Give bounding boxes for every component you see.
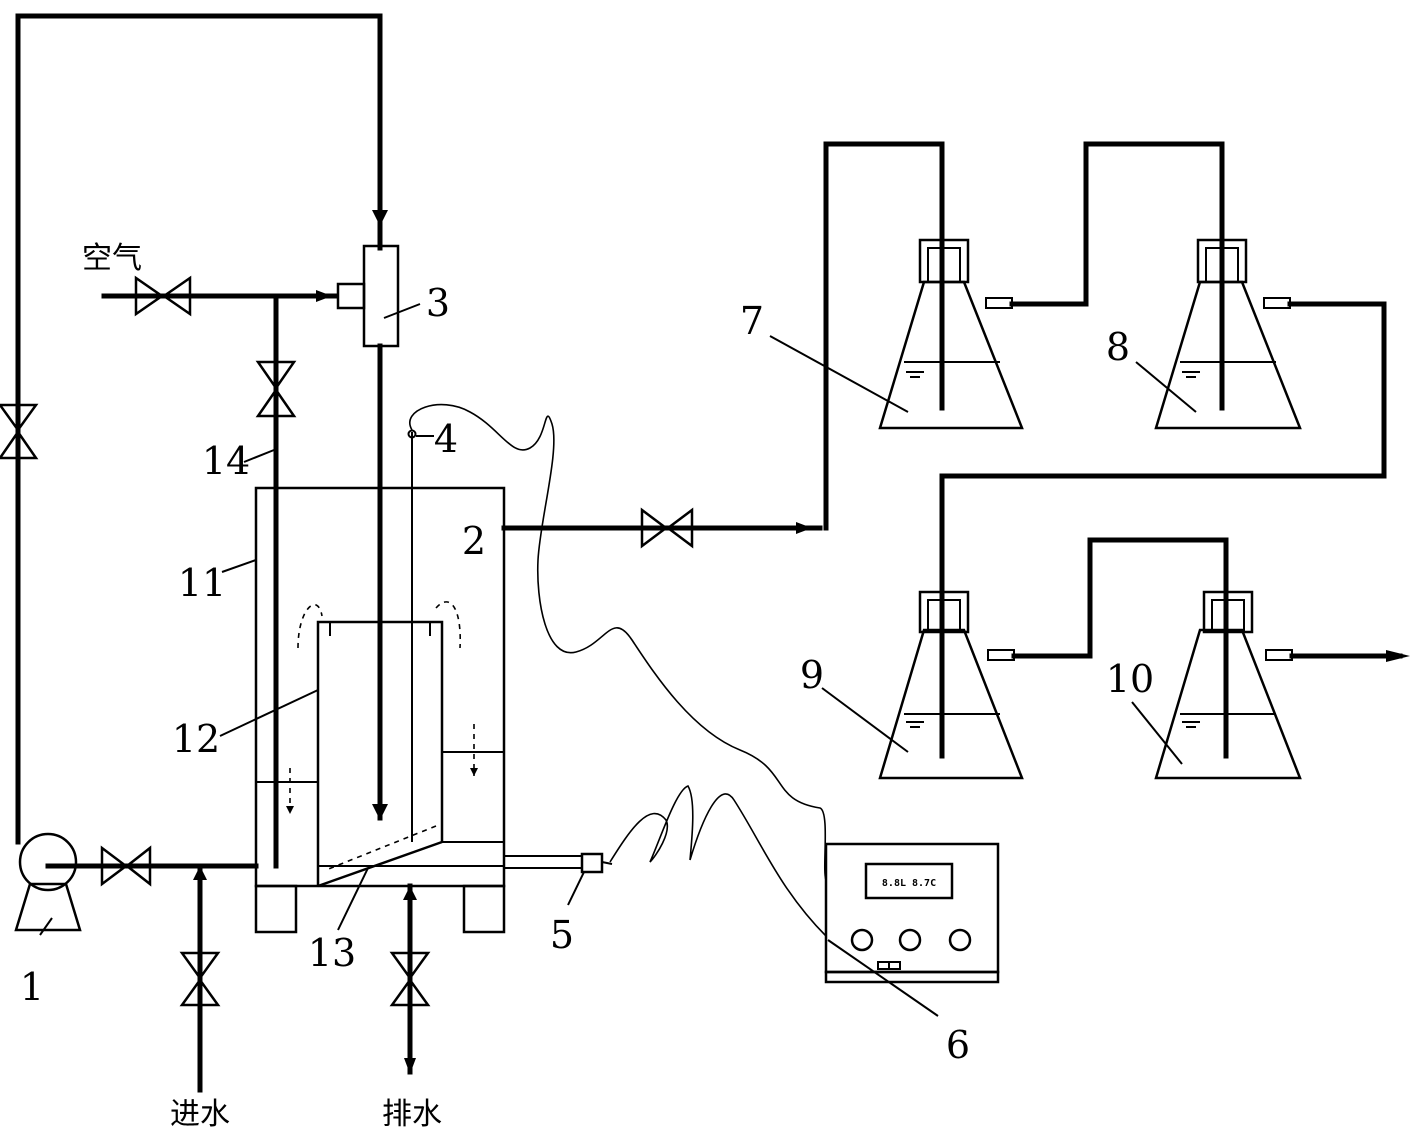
flask-10 <box>1154 537 1302 780</box>
label-inlet: 进水 <box>170 1097 230 1132</box>
labels: 1 2 3 4 5 6 7 8 9 10 11 12 13 14 空气 进水 排… <box>20 241 1154 1132</box>
flow-arrows <box>286 601 478 814</box>
draft-tube-12 <box>316 620 444 886</box>
label-13: 13 <box>308 931 356 975</box>
label-6: 6 <box>946 1023 970 1067</box>
label-9: 9 <box>800 653 824 697</box>
label-14: 14 <box>202 439 250 483</box>
air-line <box>101 275 339 317</box>
label-4: 4 <box>434 417 458 461</box>
flask-9 <box>878 589 1024 780</box>
label-10: 10 <box>1106 657 1154 701</box>
label-8: 8 <box>1106 325 1130 369</box>
label-1: 1 <box>20 965 44 1009</box>
flask-8 <box>1154 237 1302 430</box>
label-12: 12 <box>172 717 220 761</box>
leader-lines <box>39 303 1197 1017</box>
label-7: 7 <box>740 299 764 343</box>
ejector-3 <box>336 244 400 821</box>
label-11: 11 <box>178 561 226 605</box>
reactor-to-flask-pipe <box>501 141 945 549</box>
knob-3 <box>948 928 972 952</box>
drain-pipe <box>389 883 431 1075</box>
label-outlet: 排水 <box>382 1097 442 1132</box>
pump <box>14 832 82 932</box>
left-loop-valve <box>0 403 39 460</box>
label-air: 空气 <box>82 241 142 276</box>
inlet-pipe <box>179 863 221 1093</box>
electrode-5 <box>504 785 827 937</box>
sloped-plate-13 <box>317 825 443 888</box>
label-3: 3 <box>426 281 450 325</box>
air-branch-pipe-14 <box>255 293 297 869</box>
flask-7 <box>878 237 1024 430</box>
knob-1 <box>850 928 874 952</box>
controller-6: 8.8L 8.7C <box>824 842 1000 984</box>
knob-2 <box>898 928 922 952</box>
pump-to-reactor-pipe <box>45 845 259 887</box>
probe-4 <box>407 403 827 881</box>
reactor-vessel <box>254 486 506 934</box>
flask-connection-pipes <box>939 141 1410 662</box>
label-5: 5 <box>550 913 574 957</box>
label-2: 2 <box>462 519 486 563</box>
controller-display-text: 8.8L 8.7C <box>882 878 936 889</box>
